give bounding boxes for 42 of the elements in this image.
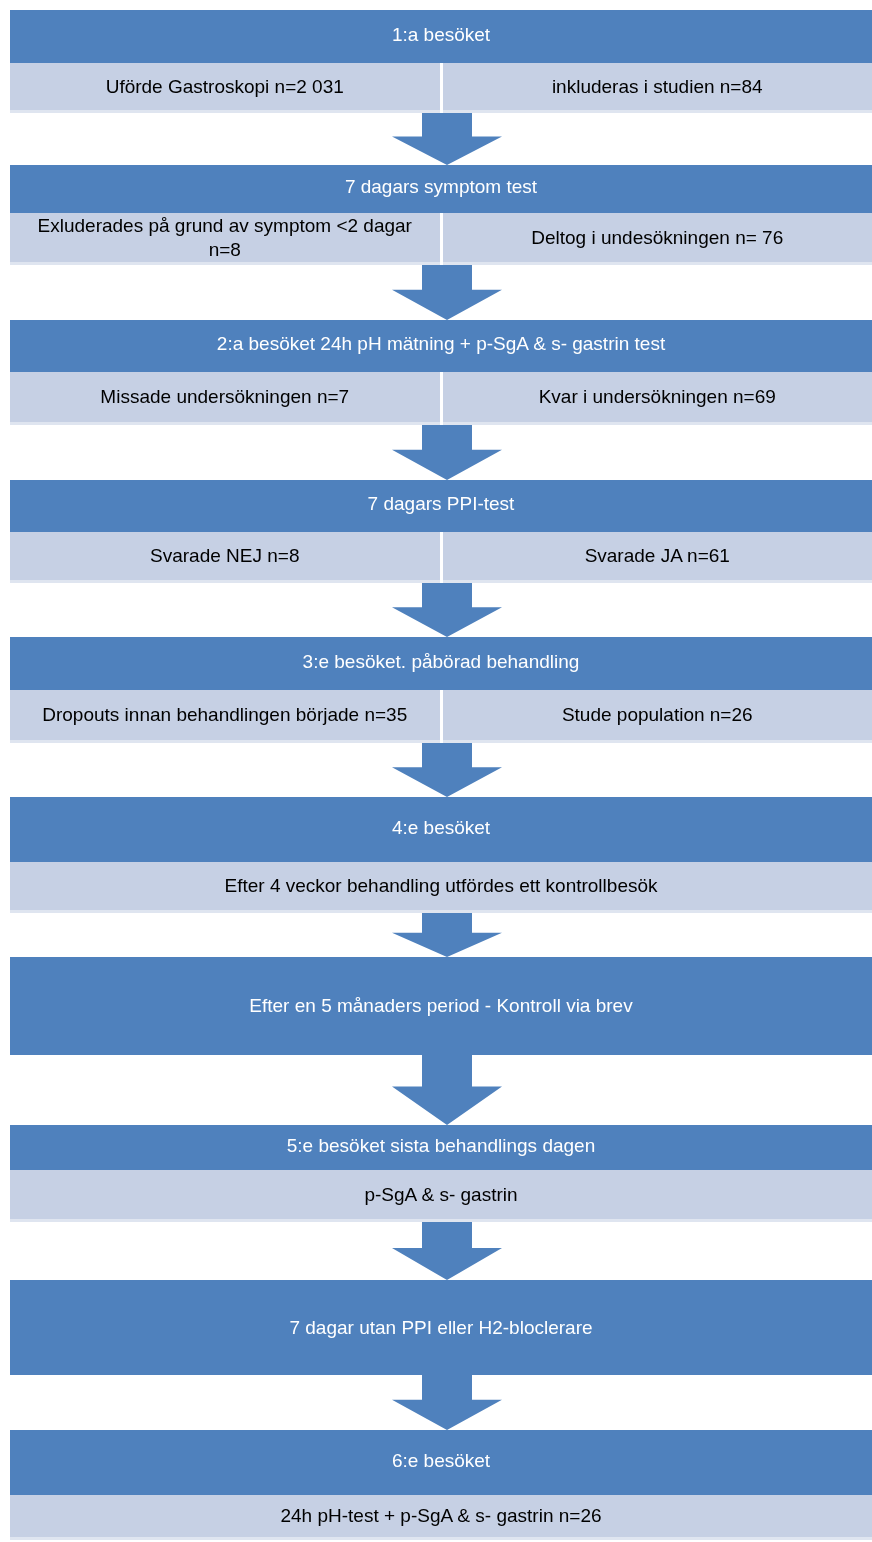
stage-band bbox=[10, 797, 872, 913]
result-box: Missade undersökningen n=7 bbox=[10, 372, 440, 425]
stage-heading: 2:a besöket 24h pH mätning + p-SgA & s- gastrin test bbox=[216, 332, 666, 356]
down-arrow bbox=[392, 425, 502, 480]
stage-heading: 5:e besöket sista behandlings dagen bbox=[286, 1133, 596, 1158]
result-box: Kvar i undersökningen n=69 bbox=[442, 372, 872, 425]
stage-band bbox=[10, 957, 872, 1055]
stage-band bbox=[10, 10, 872, 113]
stage-heading: 7 dagars PPI-test bbox=[367, 492, 515, 516]
stage-heading: Efter en 5 månaders period - Kontroll via brev bbox=[249, 994, 633, 1018]
down-arrow bbox=[392, 913, 502, 957]
stage-band bbox=[10, 320, 872, 425]
stage-band bbox=[10, 165, 872, 265]
stage-heading: 6:e besöket bbox=[391, 1448, 491, 1473]
stage-heading: 7 dagar utan PPI eller H2-bloclerare bbox=[289, 1315, 593, 1340]
stage-heading: 3:e besöket. påbörad behandling bbox=[302, 649, 580, 674]
result-box: Uförde Gastroskopi n=2 031 bbox=[10, 63, 440, 113]
stage-heading: 4:e besöket bbox=[391, 815, 491, 840]
down-arrow bbox=[392, 743, 502, 797]
result-box: Svarade JA n=61 bbox=[442, 532, 872, 583]
stage-band bbox=[10, 480, 872, 583]
stage-band bbox=[10, 1430, 872, 1540]
down-arrow bbox=[392, 1375, 502, 1430]
stage-band bbox=[10, 1280, 872, 1375]
down-arrow bbox=[392, 1055, 502, 1125]
down-arrow bbox=[392, 265, 502, 320]
stage-heading: 7 dagars symptom test bbox=[344, 175, 538, 199]
down-arrow bbox=[392, 1222, 502, 1280]
result-box: Efter 4 veckor behandling utfördes ett kontrollbesök bbox=[10, 862, 872, 913]
result-box: Stude population n=26 bbox=[442, 690, 872, 743]
stage-heading: 1:a besöket bbox=[391, 22, 491, 47]
down-arrow bbox=[392, 113, 502, 165]
result-box: inkluderas i studien n=84 bbox=[442, 63, 872, 113]
result-box: 24h pH-test + p-SgA & s- gastrin n=26 bbox=[10, 1495, 872, 1540]
result-box: Exluderades på grund av symptom <2 dagar n=8 bbox=[10, 213, 440, 265]
down-arrow bbox=[392, 583, 502, 637]
result-box: Dropouts innan behandlingen började n=35 bbox=[10, 690, 440, 743]
result-box: Deltog i undesökningen n= 76 bbox=[442, 213, 872, 265]
result-box: Svarade NEJ n=8 bbox=[10, 532, 440, 583]
stage-band bbox=[10, 637, 872, 743]
result-box: p-SgA & s- gastrin bbox=[10, 1170, 872, 1222]
stage-band bbox=[10, 1125, 872, 1222]
